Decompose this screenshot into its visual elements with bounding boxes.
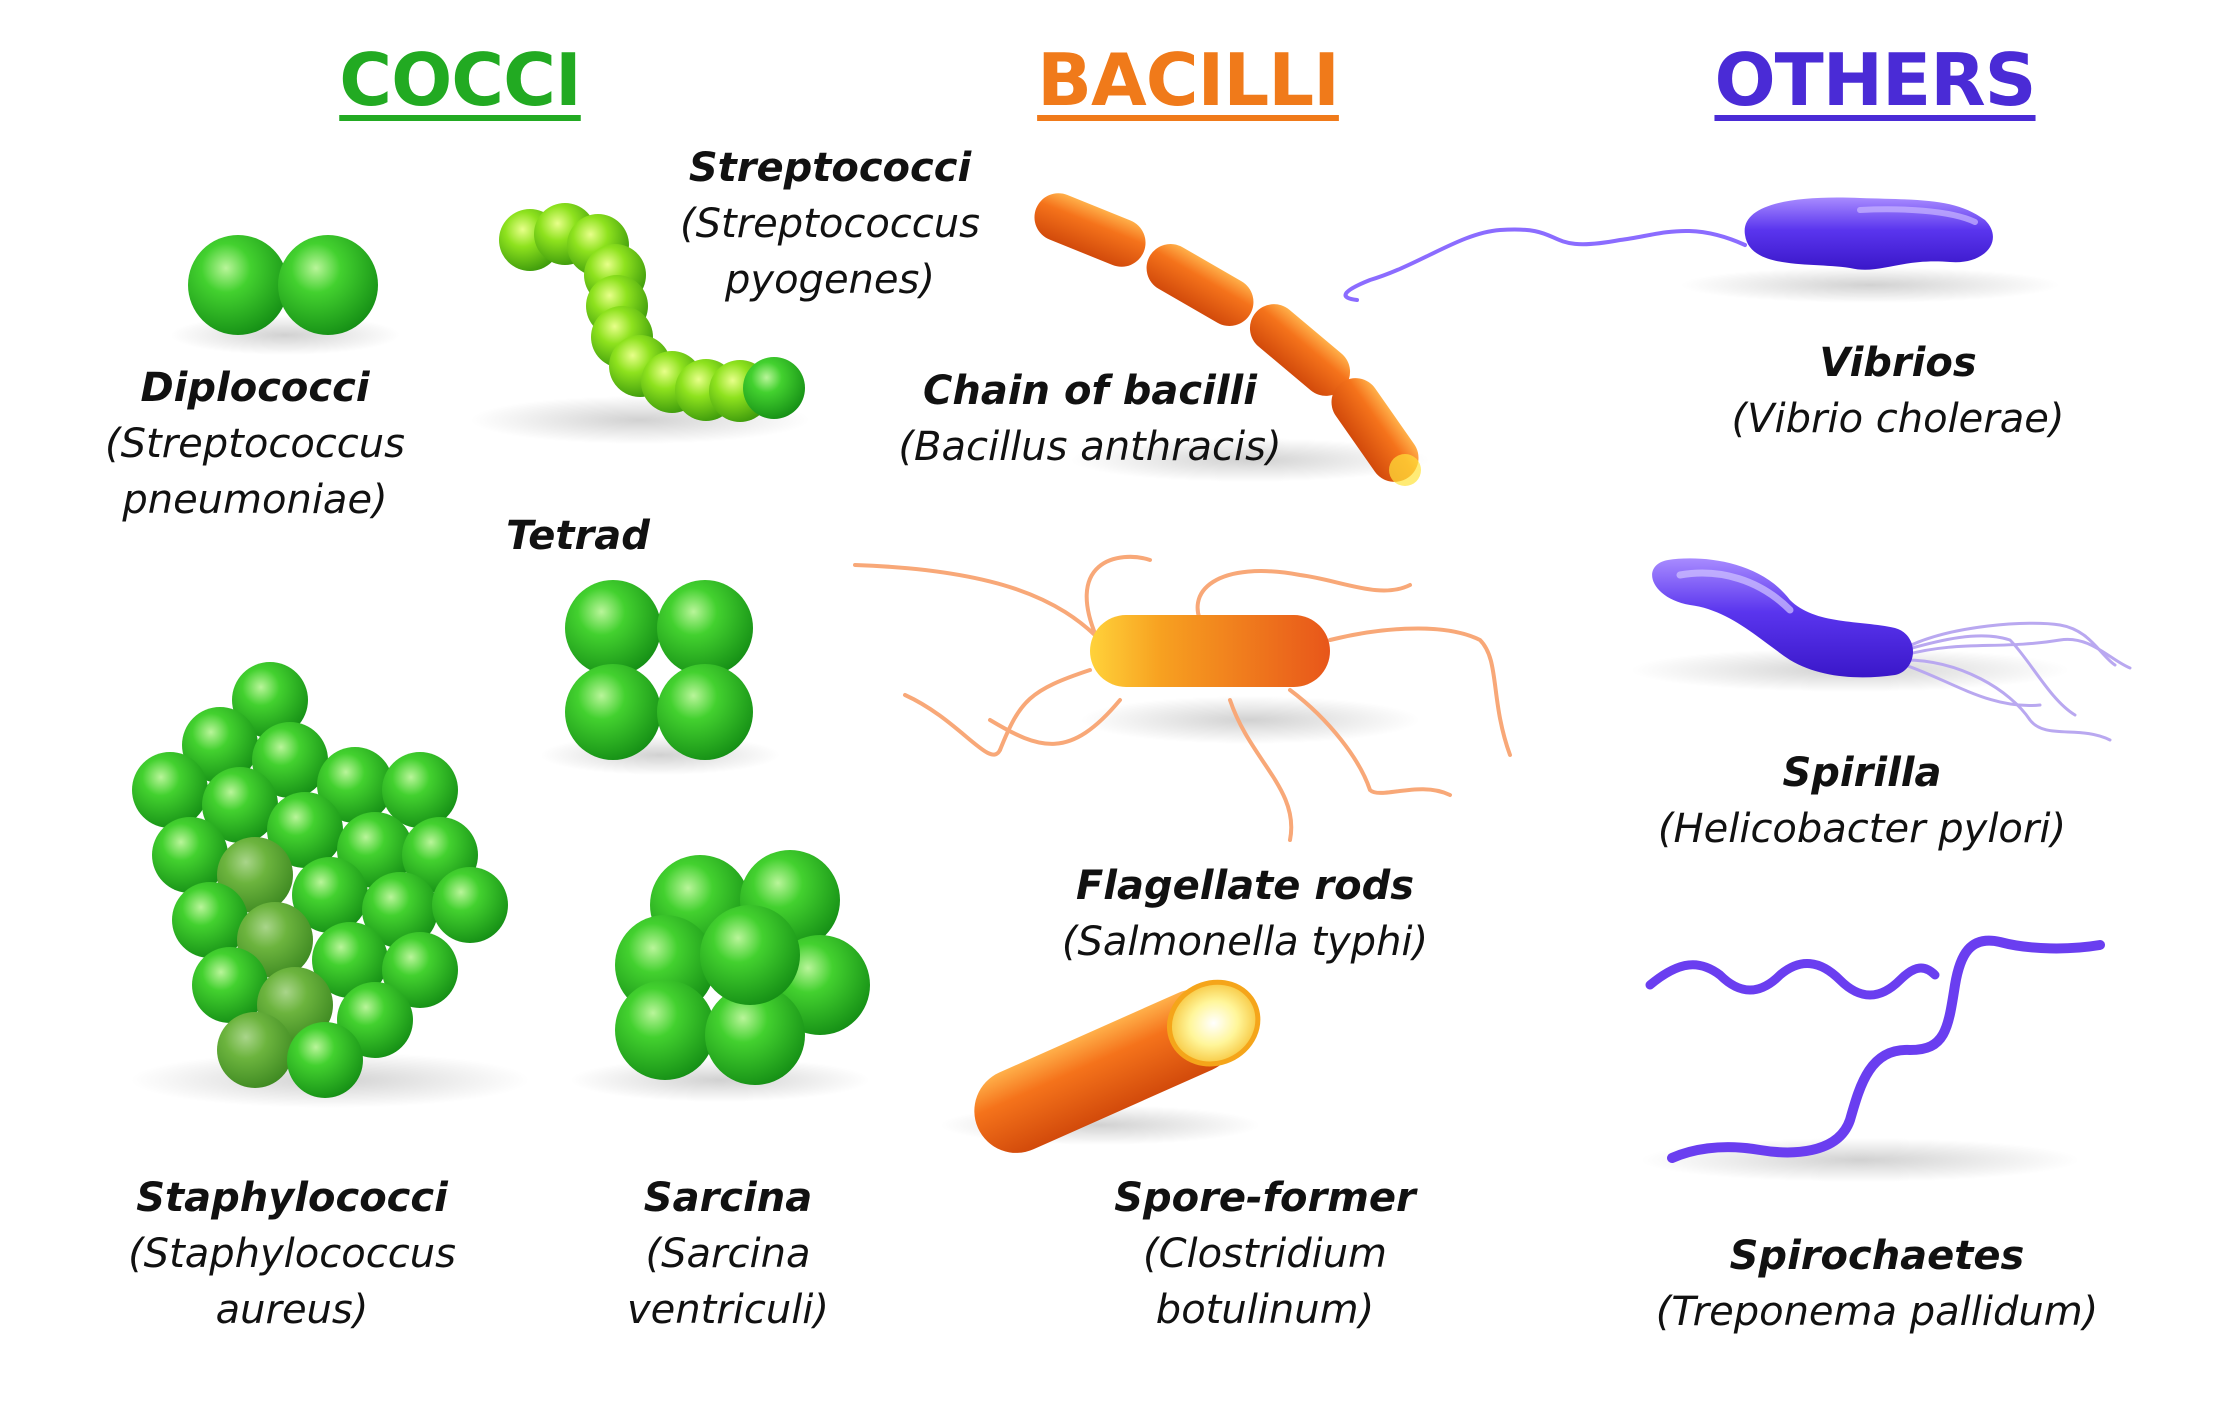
label-spirochaetes-species-1: (Treponema pallidum) [1655, 1289, 2099, 1335]
label-spirochaetes-name: Spirochaetes [1729, 1233, 2025, 1279]
label-vibrios-species-1: (Vibrio cholerae) [1731, 396, 2065, 442]
label-spore-former: Spore-former (Clostridium botulinum) [1114, 1170, 1416, 1338]
spirochaetes-drawing [1640, 935, 2105, 1182]
label-chain-of-bacilli: Chain of bacilli (Bacillus anthracis) [898, 363, 1281, 475]
label-vibrios-name: Vibrios [1819, 340, 1977, 386]
cocci-header: COCCI [339, 38, 582, 122]
label-vibrios: Vibrios (Vibrio cholerae) [1732, 335, 2065, 447]
label-sarcina-species-2: ventriculi) [626, 1287, 830, 1333]
label-spore-former-species-2: botulinum) [1155, 1287, 1375, 1333]
bacilli-header: BACILLI [1037, 38, 1340, 122]
label-staphylococci-name: Staphylococci [136, 1175, 448, 1221]
label-streptococci-species-2: pyogenes) [725, 257, 935, 303]
label-staphylococci-species-1: (Staphylococcus [128, 1231, 456, 1277]
others-header: OTHERS [1714, 38, 2036, 122]
label-chain-of-bacilli-species-1: (Bacillus anthracis) [898, 424, 1282, 470]
flagellate-rod-drawing [853, 554, 1512, 842]
label-staphylococci-species-2: aureus) [215, 1287, 369, 1333]
spore-former-drawing [940, 979, 1261, 1153]
label-diplococci-species-2: pneumoniae) [122, 477, 388, 523]
label-staphylococci: Staphylococci (Staphylococcus aureus) [128, 1170, 456, 1338]
vibrios-drawing [1343, 197, 2060, 303]
chain-of-bacilli-drawing [1034, 193, 1430, 486]
label-streptococci: Streptococci (Streptococcus pyogenes) [680, 140, 980, 308]
label-sarcina: Sarcina (Sarcina ventriculi) [627, 1170, 829, 1338]
label-flagellate-rods: Flagellate rods (Salmonella typhi) [1062, 858, 1428, 970]
streptococci-drawing [470, 203, 810, 444]
label-spore-former-name: Spore-former [1114, 1175, 1416, 1221]
label-tetrad: Tetrad [506, 508, 650, 564]
label-streptococci-name: Streptococci [688, 145, 972, 191]
label-diplococci-species-1: (Streptococcus [105, 421, 405, 467]
label-spore-former-species-1: (Clostridium [1142, 1231, 1388, 1277]
diplococci-drawing [170, 235, 400, 355]
label-spirilla-species-1: (Helicobacter pylori) [1657, 806, 2067, 852]
tetrad-drawing [540, 580, 780, 775]
label-flagellate-rods-name: Flagellate rods [1075, 863, 1415, 909]
label-spirilla-name: Spirilla [1782, 750, 1942, 796]
spirilla-drawing [1630, 558, 2132, 742]
label-spirochaetes: Spirochaetes (Treponema pallidum) [1656, 1228, 2099, 1340]
sarcina-drawing [570, 850, 870, 1102]
label-sarcina-species-1: (Sarcina [645, 1231, 811, 1277]
label-diplococci-name: Diplococci [140, 365, 370, 411]
label-streptococci-species-1: (Streptococcus [680, 201, 980, 247]
label-flagellate-rods-species-1: (Salmonella typhi) [1061, 919, 1429, 965]
staphylococci-drawing [130, 662, 530, 1108]
label-diplococci: Diplococci (Streptococcus pneumoniae) [105, 360, 405, 528]
label-sarcina-name: Sarcina [643, 1175, 813, 1221]
label-tetrad-name: Tetrad [506, 513, 650, 559]
label-chain-of-bacilli-name: Chain of bacilli [923, 368, 1257, 414]
label-spirilla: Spirilla (Helicobacter pylori) [1658, 745, 2066, 857]
